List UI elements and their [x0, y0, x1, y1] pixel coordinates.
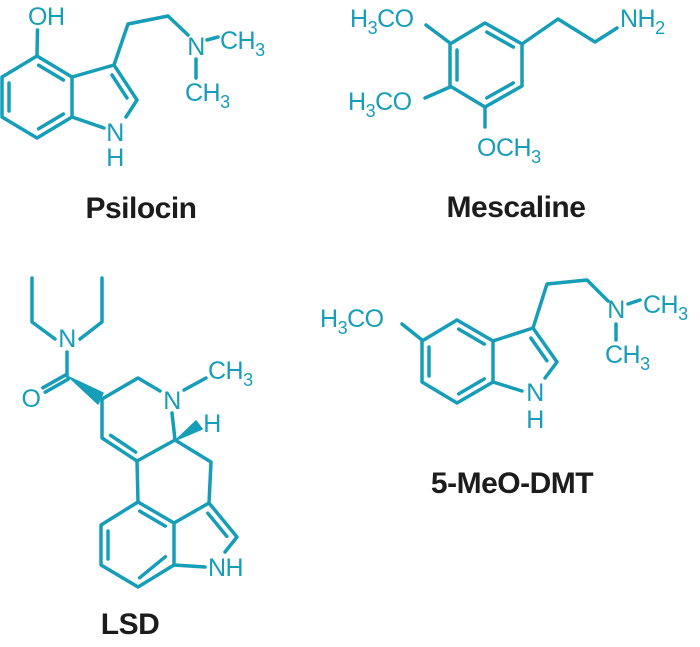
molecule-5-meo-dmt: H3CO N H N CH3 CH3 5-MeO-DMT: [320, 278, 689, 500]
lsd-n-methyl-label: CH3: [208, 357, 253, 390]
psilocin-indole-h-label: H: [106, 144, 124, 172]
mescaline-methoxy-bottom-label: OCH3: [477, 134, 541, 167]
molecule-mescaline: H3CO H3CO OCH3 NH2 Mescaline: [348, 5, 666, 224]
meo-dmt-double-bond-inner-lines: [427, 327, 549, 396]
lsd-ring-n-label: N: [163, 387, 181, 415]
mescaline-amine-label: NH2: [620, 5, 665, 38]
meo-dmt-methyl-down-label: CH3: [605, 341, 650, 374]
mescaline-double-bond-inner-lines: [455, 30, 516, 100]
meo-dmt-indole-n-label: N: [526, 379, 544, 407]
psilocin-methyl-right-label: CH3: [220, 27, 265, 60]
lsd-amide-wedge-bond: [68, 376, 104, 405]
meo-dmt-methyl-right-label: CH3: [643, 291, 688, 324]
mescaline-name-label: Mescaline: [447, 191, 586, 224]
meo-dmt-name-label: 5-MeO-DMT: [431, 467, 593, 500]
lsd-double-bond-inner-lines: [106, 433, 229, 580]
lsd-stereo-h-label: H: [203, 410, 221, 438]
lsd-amide-n-label: N: [58, 325, 76, 353]
lsd-bonds: [30, 276, 239, 589]
lsd-name-label: LSD: [101, 608, 160, 641]
molecule-psilocin: OH N H N CH3 CH3 Psilocin: [0, 3, 266, 225]
psilocin-amine-n-label: N: [187, 33, 205, 61]
psilocin-hydroxyl-label: OH: [28, 3, 65, 31]
mescaline-bonds: [423, 17, 619, 129]
psilocin-methyl-down-label: CH3: [185, 79, 230, 112]
psilocin-double-bond-inner-lines: [7, 63, 129, 131]
meo-dmt-methoxy-label: H3CO: [320, 305, 384, 338]
lsd-carbonyl-o-label: O: [22, 385, 41, 413]
molecule-lsd: N O N CH3 H NH LSD: [22, 276, 254, 641]
meo-dmt-indole-h-label: H: [526, 406, 544, 434]
psilocin-indole-n-label: N: [106, 119, 124, 147]
mescaline-methoxy-mid-label: H3CO: [348, 88, 412, 121]
lsd-indole-nh-label: NH: [208, 554, 243, 582]
mescaline-methoxy-top-label: H3CO: [350, 5, 414, 38]
meo-dmt-amine-n-label: N: [607, 296, 625, 324]
psilocin-name-label: Psilocin: [85, 192, 196, 225]
lsd-stereo-h-wedge-bond: [175, 420, 203, 441]
meo-dmt-bonds: [400, 278, 642, 405]
psilocin-bonds: [0, 14, 220, 140]
